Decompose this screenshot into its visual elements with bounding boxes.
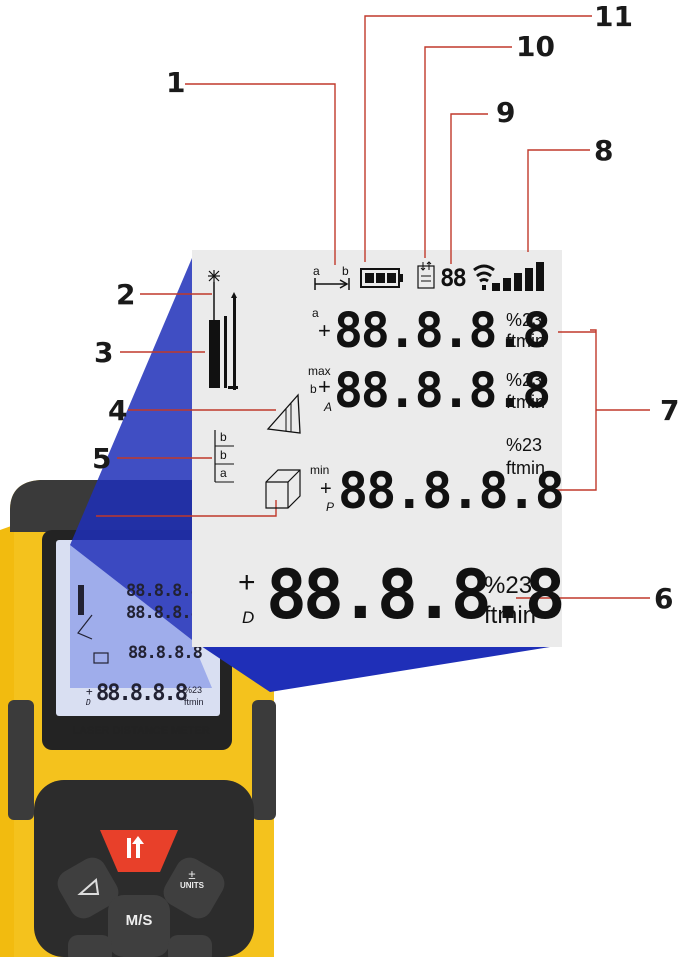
- callout-5: 5: [92, 442, 112, 475]
- row3-unit-bottom: ftmin: [506, 458, 546, 478]
- mini-sign: +: [86, 685, 93, 698]
- a-to-b-arrow-icon: [314, 278, 350, 290]
- stored-values-bracket-icon: [214, 430, 234, 483]
- mini-row2: 88.8.8.8: [126, 603, 201, 623]
- row2-unit-top: %23: [506, 370, 543, 390]
- main-unit-bottom: ftmin: [484, 602, 537, 629]
- row3-sub: P: [326, 500, 335, 514]
- mini-row3: 88.8.8.8: [128, 643, 203, 663]
- area-mode-icon: [77, 878, 100, 895]
- callout-4: 4: [108, 394, 128, 427]
- row1-prefix: a: [312, 306, 319, 320]
- device-label: LASER DISTANCE METER: [72, 725, 210, 737]
- callout-2: 2: [116, 278, 136, 311]
- volume-box-icon: [265, 469, 301, 509]
- row1-digits: 88.8.8.8: [334, 303, 551, 359]
- battery-icon: [360, 268, 403, 288]
- a-b-label-a: a: [313, 264, 320, 278]
- row1-unit-bottom: ftmin: [506, 331, 546, 351]
- area-mode-button[interactable]: [74, 872, 104, 902]
- row1-sign: +: [318, 318, 331, 343]
- row2-prefix-b: b: [310, 382, 317, 396]
- mini-unit-bottom: ftmin: [184, 697, 204, 707]
- row3-sign: +: [320, 478, 332, 500]
- stored-label-top: b: [220, 430, 227, 444]
- row3-prefix-min: min: [310, 463, 330, 477]
- callout-9: 9: [496, 96, 516, 129]
- main-unit-top: %23: [484, 572, 533, 599]
- units-plusminus: ±: [188, 867, 196, 882]
- laser-arrow-icon: [127, 836, 144, 858]
- main-sign: +: [238, 566, 256, 599]
- mini-row1: 88.8.8.8: [126, 581, 201, 601]
- row2-prefix-max: max: [308, 364, 331, 378]
- callout-10: 10: [516, 30, 555, 63]
- laser-fire-button[interactable]: [118, 830, 158, 870]
- row3-unit-top: %23: [506, 435, 543, 455]
- callout-1: 1: [166, 66, 186, 99]
- triangle-measure-icon: [266, 393, 301, 434]
- main-digits: 88.8.8.8: [266, 556, 566, 635]
- row3-digits: 88.8.8.8: [338, 462, 565, 520]
- mini-main: 88.8.8.8: [96, 681, 188, 706]
- mini-icons: [77, 585, 109, 664]
- mini-sub: D: [86, 698, 91, 707]
- units-button[interactable]: ± UNITS: [175, 868, 209, 902]
- row2-unit-bottom: ftmin: [506, 392, 546, 412]
- row2-digits: 88.8.8.8: [334, 363, 551, 419]
- callout-8: 8: [594, 134, 614, 167]
- callout-3: 3: [94, 336, 114, 369]
- device-mini-lcd: 88.8.8.8 88.8.8.8 88.8.8.8 + D 88.8.8.8 …: [66, 553, 214, 713]
- laser-reference-icon: [208, 270, 238, 390]
- row2-sign: +: [318, 374, 331, 399]
- mini-unit-top: %23: [184, 685, 203, 695]
- units-label: UNITS: [180, 881, 204, 890]
- row2-sub: A: [324, 400, 333, 414]
- callout-6: 6: [654, 582, 674, 615]
- lcd-panel: [192, 250, 562, 647]
- ms-button[interactable]: M/S: [125, 912, 153, 929]
- callout-7: 7: [660, 394, 680, 427]
- a-b-label-b: b: [342, 264, 349, 278]
- stored-label-mid: b: [220, 448, 227, 462]
- stored-label-bot: a: [220, 466, 227, 480]
- callout-11: 11: [594, 0, 633, 33]
- row1-unit-top: %23: [506, 310, 543, 330]
- signal-strength-icon: [473, 262, 544, 291]
- memory-counter: 88: [440, 264, 467, 292]
- main-sub: D: [242, 608, 255, 627]
- memory-icon: [417, 261, 435, 289]
